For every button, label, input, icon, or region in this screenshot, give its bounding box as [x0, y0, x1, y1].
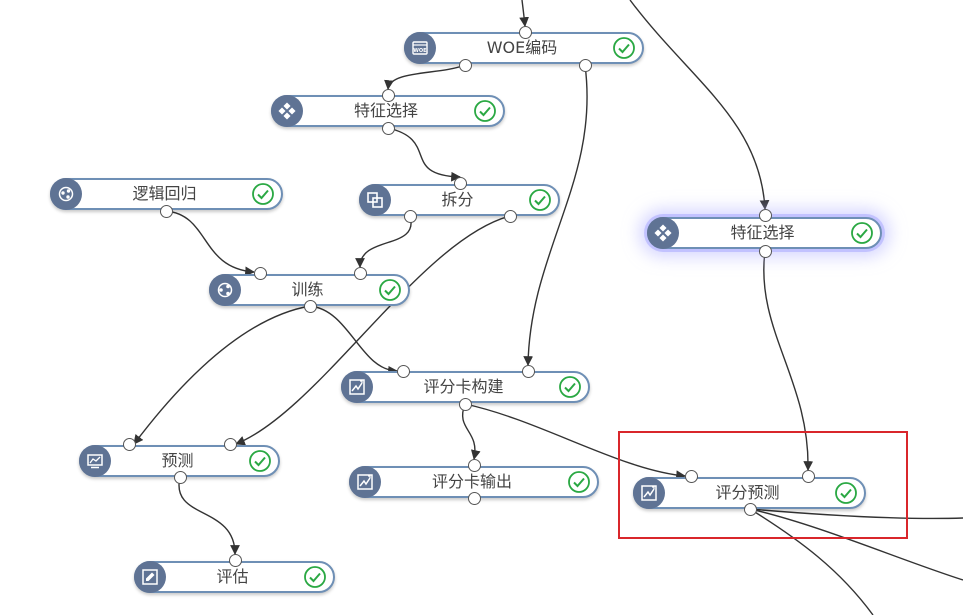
output-port[interactable] — [467, 491, 481, 505]
output-port[interactable] — [159, 204, 173, 218]
scorecard-icon — [341, 371, 373, 403]
feature-select-icon — [647, 217, 679, 249]
node-scorecard-build[interactable]: 评分卡构建 — [341, 371, 590, 403]
scorecard-icon — [633, 477, 665, 509]
node-label: 预测 — [161, 451, 194, 470]
input-port[interactable] — [122, 437, 136, 451]
success-check-icon — [248, 449, 272, 473]
woe-icon: WOE — [404, 32, 436, 64]
connection-edge[interactable] — [133, 305, 311, 445]
input-port[interactable] — [228, 553, 242, 567]
svg-text:WOE: WOE — [413, 48, 427, 54]
connection-edge[interactable] — [355, 215, 412, 268]
connection-edge[interactable] — [309, 305, 398, 376]
success-check-icon — [567, 470, 591, 494]
success-check-icon — [850, 221, 874, 245]
connection-edge[interactable] — [235, 215, 511, 446]
input-port[interactable] — [758, 208, 772, 222]
split-icon — [359, 184, 391, 216]
evaluate-icon — [134, 561, 166, 593]
connection-edge[interactable] — [519, 0, 529, 27]
connection-edge[interactable] — [763, 250, 814, 471]
node-logistic-regression[interactable]: 逻辑回归 — [50, 178, 283, 210]
input-port[interactable] — [353, 266, 367, 280]
input-port[interactable] — [223, 437, 237, 451]
connection-edge[interactable] — [629, 0, 770, 210]
train-icon — [209, 274, 241, 306]
node-label: 逻辑回归 — [132, 184, 197, 203]
connection-edge[interactable] — [523, 64, 588, 366]
node-label: 训练 — [291, 280, 324, 299]
node-label: 特征选择 — [730, 223, 795, 242]
output-port[interactable] — [303, 299, 317, 313]
node-split[interactable]: 拆分 — [359, 184, 560, 216]
connection-edge[interactable] — [384, 64, 466, 90]
success-check-icon — [834, 481, 858, 505]
input-port[interactable] — [467, 458, 481, 472]
output-port[interactable] — [458, 58, 472, 72]
output-port[interactable] — [381, 121, 395, 135]
input-port[interactable] — [453, 176, 467, 190]
node-label: WOE编码 — [486, 38, 558, 57]
success-check-icon — [303, 565, 327, 589]
success-check-icon — [558, 375, 582, 399]
success-check-icon — [612, 36, 636, 60]
connection-edge[interactable] — [461, 403, 481, 460]
output-port[interactable] — [758, 244, 772, 258]
input-port[interactable] — [518, 25, 532, 39]
output-port[interactable] — [403, 209, 417, 223]
feature-select-icon — [271, 95, 303, 127]
input-port[interactable] — [253, 266, 267, 280]
input-port[interactable] — [381, 88, 395, 102]
output-port[interactable] — [743, 502, 757, 516]
success-check-icon — [251, 182, 275, 206]
node-label: 评分预测 — [715, 483, 780, 502]
connection-edge[interactable] — [749, 508, 874, 615]
node-label: 评分卡输出 — [431, 472, 512, 491]
node-label: 评估 — [216, 567, 249, 586]
connection-edge[interactable] — [387, 127, 461, 182]
output-port[interactable] — [503, 209, 517, 223]
success-check-icon — [378, 278, 402, 302]
connection-edge[interactable] — [749, 508, 963, 520]
connection-edge[interactable] — [178, 476, 240, 555]
highlight-box — [618, 431, 908, 539]
node-label: 拆分 — [441, 190, 474, 209]
node-label: 特征选择 — [353, 101, 418, 120]
success-check-icon — [473, 99, 497, 123]
node-label: 评分卡构建 — [423, 377, 504, 396]
connection-edge[interactable] — [464, 403, 686, 481]
output-port[interactable] — [173, 470, 187, 484]
input-port[interactable] — [521, 364, 535, 378]
success-check-icon — [528, 188, 552, 212]
predict-icon — [79, 445, 111, 477]
connection-edge[interactable] — [749, 508, 963, 581]
connection-edge[interactable] — [165, 210, 255, 277]
scorecard-icon — [349, 466, 381, 498]
logistic-regression-icon — [50, 178, 82, 210]
output-port[interactable] — [458, 397, 472, 411]
input-port[interactable] — [396, 364, 410, 378]
output-port[interactable] — [578, 58, 592, 72]
